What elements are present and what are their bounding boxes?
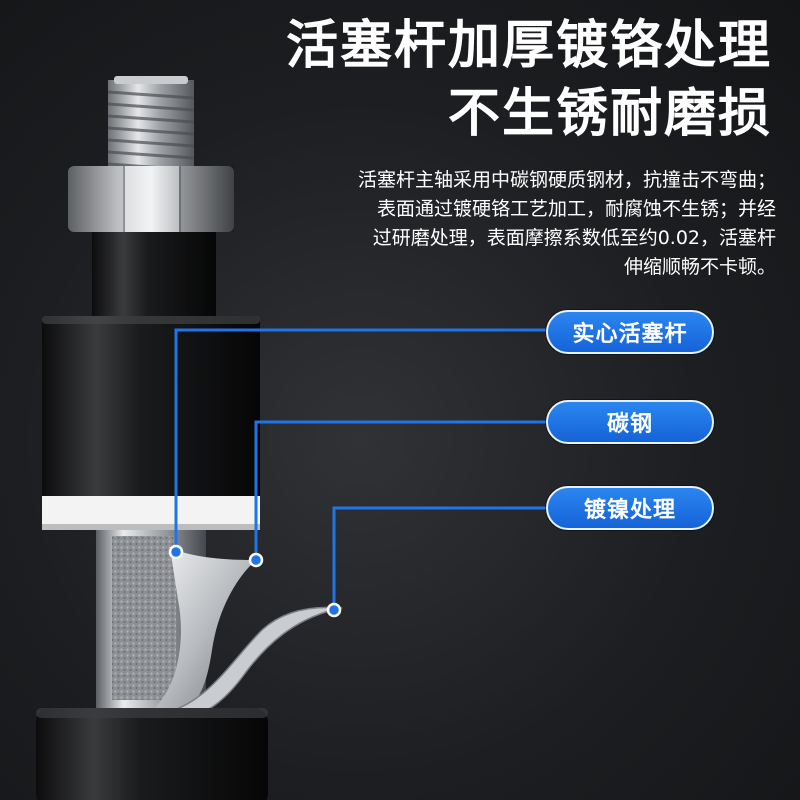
description-line: 活塞杆主轴采用中碳钢硬质钢材，抗撞击不弯曲；	[357, 169, 776, 191]
cylinder-body	[42, 316, 260, 502]
description-line: 伸缩顺畅不卡顿。	[623, 256, 776, 278]
callout-nickel-plating: 镀镍处理	[546, 486, 714, 530]
chrome-peel-layer	[150, 548, 256, 712]
solid-core	[112, 536, 176, 700]
description: 活塞杆主轴采用中碳钢硬质钢材，抗撞击不弯曲； 表面通过镀硬铬工艺加工，耐腐蚀不生…	[216, 166, 776, 282]
description-line: 过研磨处理，表面摩擦系数低至约0.02，活塞杆	[372, 227, 776, 249]
seal-ring-shadow	[42, 524, 260, 530]
callout-dot-carbon-steel	[248, 552, 264, 568]
thread-stud	[107, 76, 195, 180]
callout-solid-piston-rod: 实心活塞杆	[546, 310, 714, 354]
description-line: 表面通过镀硬铬工艺加工，耐腐蚀不生锈；并经	[376, 198, 776, 220]
headline-line-1: 活塞杆加厚镀铬处理	[285, 16, 772, 76]
cylinder-neck	[92, 232, 216, 320]
cylinder-bottom	[36, 708, 268, 800]
nickel-peel-layer	[166, 606, 343, 721]
hex-nut	[68, 166, 234, 232]
headline-line-2: 不生锈耐磨损	[447, 84, 772, 144]
seal-ring	[42, 496, 260, 528]
callout-dot-solid-rod	[168, 544, 184, 560]
callout-dot-nickel	[326, 602, 342, 618]
callout-carbon-steel: 碳钢	[546, 400, 714, 444]
callout-leaders	[174, 328, 546, 610]
